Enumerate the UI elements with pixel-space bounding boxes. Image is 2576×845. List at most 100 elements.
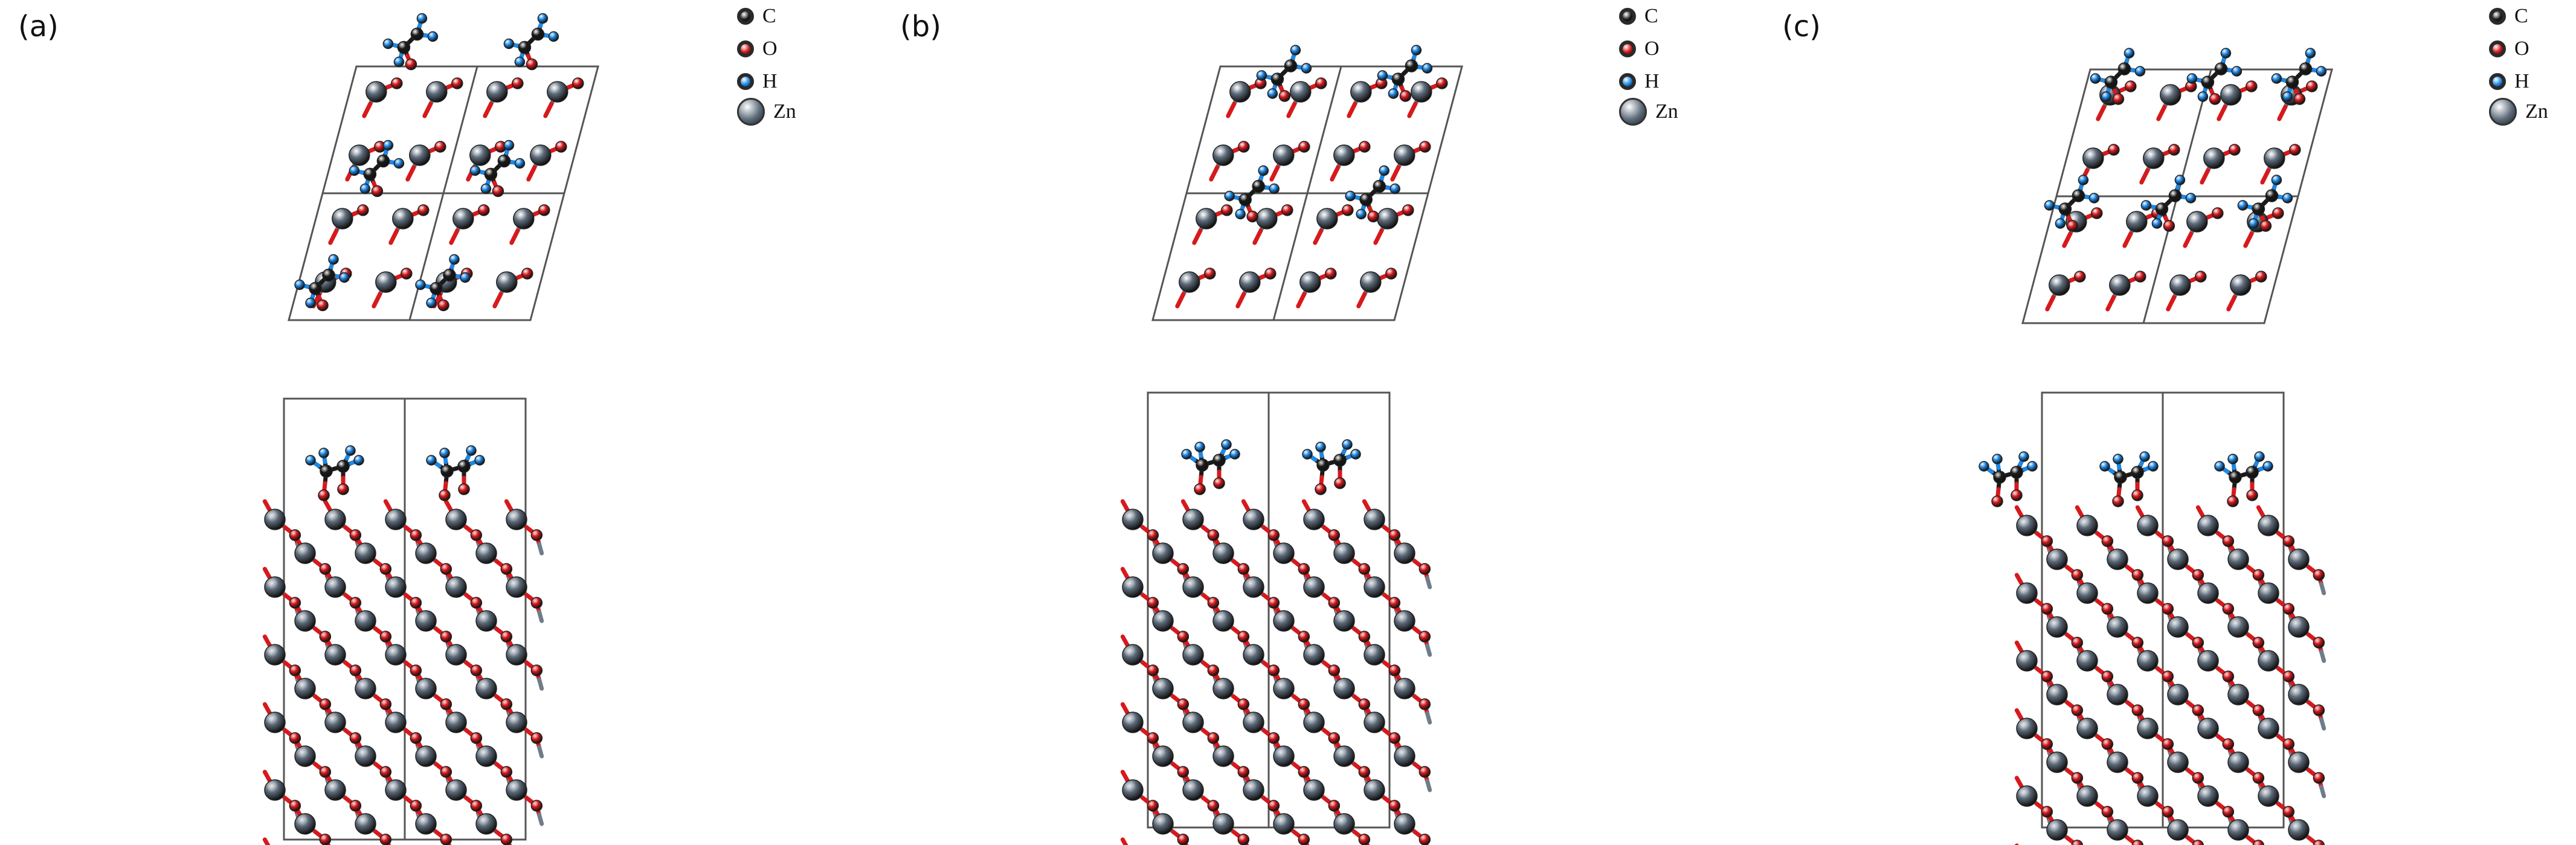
- o-atom: [2091, 207, 2103, 219]
- h-atom: [393, 56, 405, 68]
- zn-atom: [1303, 576, 1325, 598]
- zn-atom: [469, 144, 491, 166]
- o-atom: [2222, 738, 2235, 750]
- o-atom: [391, 77, 403, 89]
- o-atom: [530, 732, 543, 744]
- bond: [1269, 165, 1280, 182]
- zn-atom: [1394, 745, 1415, 767]
- h-atom: [1256, 70, 1267, 81]
- c-atom: [2246, 466, 2259, 479]
- h-atom: [2151, 218, 2163, 229]
- panel-b-top-view: [1151, 45, 1463, 321]
- o-atom: [2209, 93, 2221, 105]
- bond: [449, 228, 460, 245]
- bond: [262, 769, 272, 783]
- zn-atom: [294, 610, 316, 632]
- o-atom: [2162, 603, 2174, 615]
- zn-atom: [1182, 576, 1204, 598]
- c-atom: [363, 167, 377, 181]
- o-atom: [1267, 529, 1280, 541]
- c-atom: [1196, 458, 1209, 472]
- zn-atom: [2076, 650, 2098, 672]
- zn-atom: [2160, 84, 2182, 106]
- zn-atom: [2016, 785, 2038, 807]
- h-atom: [393, 158, 405, 169]
- zn-atom: [2109, 274, 2131, 296]
- o-atom: [379, 766, 392, 778]
- o-atom: [2041, 670, 2053, 683]
- zn-atom: [1182, 779, 1204, 801]
- panel-a-side-view: [262, 397, 544, 845]
- zn-atom: [1152, 542, 1174, 564]
- legend-label-o: O: [762, 37, 778, 60]
- o-atom: [371, 185, 384, 198]
- o-atom: [289, 800, 301, 812]
- bond: [509, 228, 520, 245]
- zn-atom: [1273, 745, 1295, 767]
- o-atom: [349, 732, 362, 744]
- o-atom: [2071, 840, 2084, 845]
- bond: [262, 634, 272, 648]
- zn-atom: [1256, 208, 1278, 230]
- zn-atom: [385, 644, 407, 666]
- legend-symbol-c: [1619, 8, 1636, 25]
- c-atom: [1270, 72, 1284, 86]
- zn-atom: [1273, 610, 1295, 632]
- o-atom: [440, 766, 452, 778]
- zn-atom: [1394, 813, 1415, 835]
- o-atom: [2041, 806, 2053, 818]
- o-atom: [357, 204, 369, 216]
- bond: [2014, 708, 2024, 722]
- h-atom: [1345, 190, 1356, 202]
- o-atom: [1358, 766, 1371, 778]
- bond: [1425, 779, 1432, 792]
- h-atom: [2185, 193, 2197, 204]
- legend-symbol-c: [2489, 8, 2506, 25]
- o-atom: [2252, 772, 2265, 784]
- zn-atom: [1122, 576, 1144, 598]
- h-atom: [1377, 70, 1388, 81]
- zn-atom: [530, 144, 552, 166]
- zn-atom: [2203, 147, 2225, 169]
- h-atom: [2140, 200, 2152, 211]
- o-atom: [2195, 271, 2207, 283]
- legend-item-o: O: [737, 34, 778, 64]
- o-atom: [2071, 637, 2084, 649]
- h-atom: [466, 445, 477, 456]
- c-atom: [518, 40, 532, 54]
- o-atom: [1207, 800, 1220, 812]
- zn-atom: [496, 271, 518, 293]
- bond: [1301, 499, 1312, 513]
- zn-atom: [1394, 610, 1415, 632]
- zn-atom: [475, 678, 497, 699]
- zn-atom: [2076, 515, 2098, 536]
- zn-atom: [445, 779, 467, 801]
- h-atom: [2231, 66, 2243, 77]
- o-atom: [2227, 495, 2239, 507]
- zn-atom: [349, 144, 370, 166]
- zn-atom: [2107, 684, 2128, 705]
- c-atom: [497, 154, 511, 168]
- h-atom: [2018, 451, 2029, 462]
- zn-atom: [2288, 684, 2310, 705]
- zn-atom: [415, 610, 437, 632]
- o-atom: [1334, 477, 1346, 489]
- h-atom: [439, 448, 450, 458]
- zn-atom: [264, 509, 286, 530]
- o-atom: [1358, 563, 1371, 575]
- zn-atom: [1333, 745, 1355, 767]
- legend-label-h: H: [2514, 70, 2529, 92]
- legend-symbol-c: [737, 8, 754, 25]
- bond: [537, 745, 544, 759]
- legend-symbol-zn: [2489, 98, 2517, 126]
- o-atom: [2163, 220, 2175, 232]
- o-atom: [1281, 204, 1293, 216]
- bond: [1362, 499, 1372, 513]
- zn-atom: [355, 542, 376, 564]
- o-atom: [319, 563, 332, 575]
- o-atom: [2282, 603, 2295, 615]
- c-atom: [484, 167, 498, 181]
- h-atom: [1181, 449, 1192, 460]
- o-atom: [2229, 144, 2241, 156]
- bond: [1425, 576, 1432, 590]
